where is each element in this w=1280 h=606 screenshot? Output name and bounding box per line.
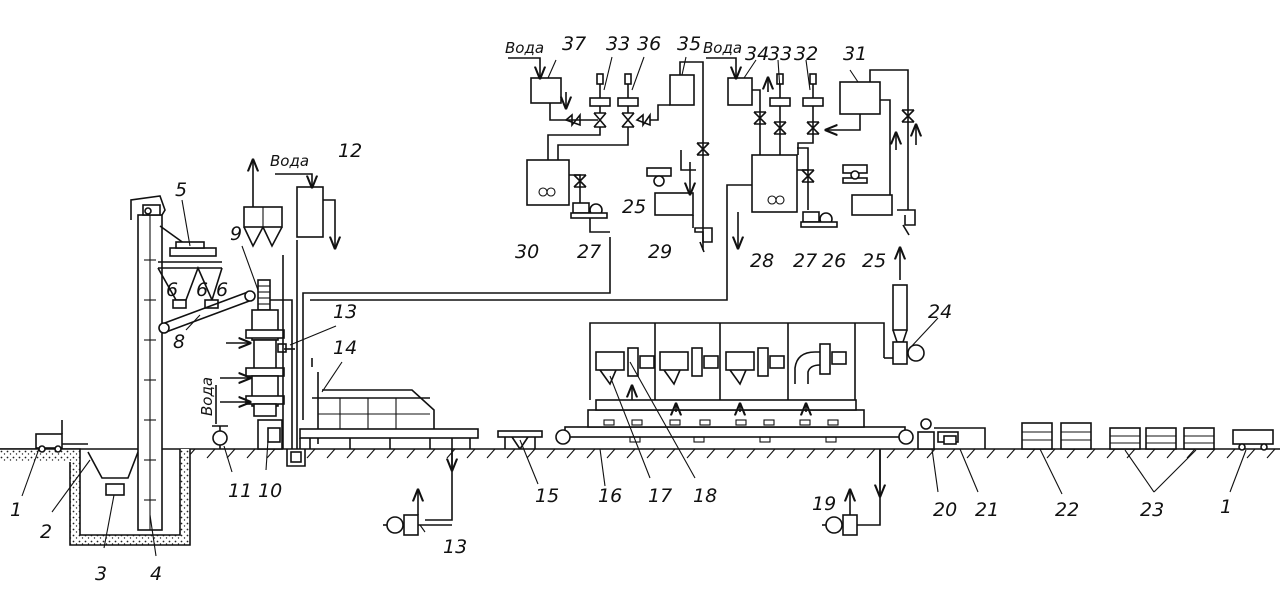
label-6: 6 bbox=[216, 279, 228, 301]
label-29: 29 bbox=[648, 241, 672, 263]
label-8: 8 bbox=[173, 331, 185, 353]
label-18: 18 bbox=[693, 485, 717, 507]
label-19: 19 bbox=[812, 493, 836, 515]
label-25: 25 bbox=[862, 250, 886, 272]
label-13: 13 bbox=[443, 536, 467, 558]
forming-station bbox=[286, 358, 479, 521]
transport-cart-right bbox=[1232, 429, 1274, 451]
label-5: 5 bbox=[175, 179, 187, 201]
label-13: 13 bbox=[333, 301, 357, 323]
label-25: 25 bbox=[622, 196, 646, 218]
label-22: 22 bbox=[1055, 499, 1079, 521]
label-28: 28 bbox=[750, 250, 774, 272]
label-12: 12 bbox=[338, 140, 362, 162]
dosing-section-left bbox=[508, 57, 713, 253]
label-35: 35 bbox=[677, 33, 701, 55]
water-label: Вода bbox=[505, 39, 544, 57]
heater-units bbox=[595, 343, 847, 412]
water-label: Вода bbox=[198, 377, 216, 416]
dosing-section-right bbox=[706, 57, 916, 248]
label-33: 33 bbox=[606, 33, 630, 55]
label-14: 14 bbox=[333, 337, 357, 359]
dump-truck-left bbox=[35, 420, 88, 453]
label-15: 15 bbox=[535, 485, 559, 507]
label-33: 33 bbox=[768, 43, 792, 65]
product-stacks bbox=[1021, 422, 1215, 450]
label-36: 36 bbox=[637, 33, 661, 55]
label-34: 34 bbox=[745, 43, 769, 65]
water-label: Вода bbox=[703, 39, 742, 57]
water-pump bbox=[212, 419, 283, 450]
label-1: 1 bbox=[10, 499, 22, 521]
label-30: 30 bbox=[515, 241, 539, 263]
curing-conveyor-line bbox=[555, 322, 914, 445]
label-32: 32 bbox=[794, 43, 818, 65]
label-31: 31 bbox=[843, 43, 867, 65]
label-6: 6 bbox=[166, 279, 178, 301]
label-23: 23 bbox=[1140, 499, 1164, 521]
label-27: 27 bbox=[577, 241, 601, 263]
inclined-belt-conveyor bbox=[158, 290, 256, 334]
label-10: 10 bbox=[258, 480, 282, 502]
water-label: Вода bbox=[270, 152, 309, 170]
label-3: 3 bbox=[95, 563, 107, 585]
label-37: 37 bbox=[562, 33, 586, 55]
label-17: 17 bbox=[648, 485, 672, 507]
label-21: 21 bbox=[975, 499, 999, 521]
label-16: 16 bbox=[598, 485, 622, 507]
transfer-roller-table bbox=[497, 430, 543, 450]
callout-numbers: 1 2 3 4 5 6 6 6 8 9 10 11 12 13 13 14 15… bbox=[10, 33, 1232, 585]
label-1: 1 bbox=[1220, 496, 1232, 518]
dust-filter-bins bbox=[243, 160, 283, 248]
label-24: 24 bbox=[928, 301, 952, 323]
pump-19 bbox=[822, 449, 880, 536]
leader-lines bbox=[21, 56, 1247, 557]
unload-station bbox=[917, 418, 986, 450]
label-20: 20 bbox=[933, 499, 957, 521]
fan-24 bbox=[884, 248, 925, 365]
label-9: 9 bbox=[230, 223, 242, 245]
vacuum-pump-13 bbox=[383, 490, 452, 536]
supply-pipelines bbox=[284, 184, 752, 420]
label-6: 6 bbox=[196, 279, 208, 301]
label-4: 4 bbox=[150, 563, 162, 585]
label-11: 11 bbox=[228, 480, 252, 502]
inlet-arrows bbox=[215, 343, 250, 424]
label-26: 26 bbox=[822, 250, 846, 272]
receiving-pit bbox=[0, 448, 191, 546]
label-2: 2 bbox=[40, 521, 52, 543]
water-tank bbox=[275, 173, 335, 449]
label-27: 27 bbox=[793, 250, 817, 272]
